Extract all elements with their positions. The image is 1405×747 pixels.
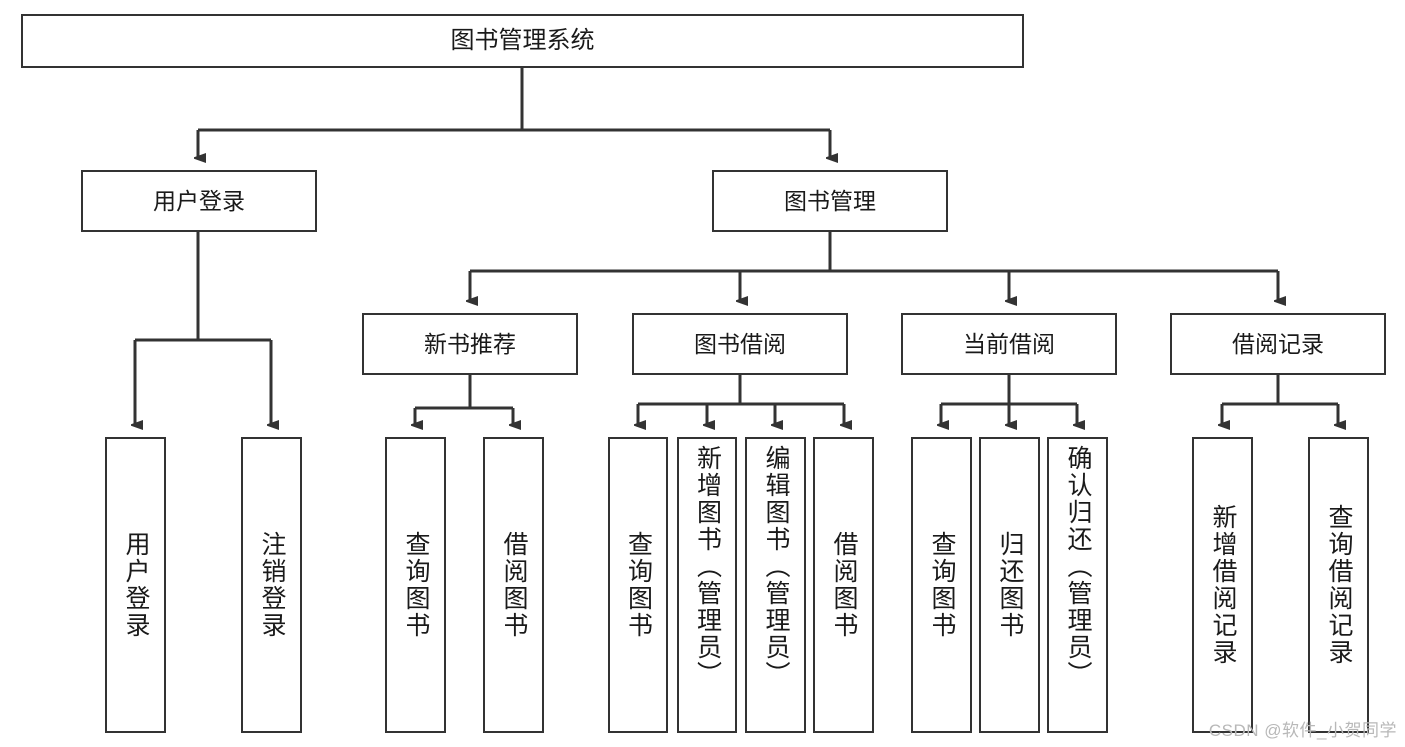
leaf-query-borrow-record[interactable]: 查询借阅记录 [1308,437,1369,733]
leaf-edit-book-admin[interactable]: 编辑图书（管理员） [745,437,806,733]
node-label: 当前借阅 [963,330,1055,357]
leaf-user-login[interactable]: 用户登录 [105,437,166,733]
node-label: 图书借阅 [694,330,786,357]
leaf-return-book[interactable]: 归还图书 [979,437,1040,733]
leaf-confirm-return-admin[interactable]: 确认归还（管理员） [1047,437,1108,733]
leaf-query-book-br[interactable]: 查询图书 [608,437,668,733]
node-label: 查询图书 [402,531,430,639]
node-label: 确认归还（管理员） [1064,445,1092,688]
leaf-query-book-cur[interactable]: 查询图书 [911,437,972,733]
leaf-add-borrow-record[interactable]: 新增借阅记录 [1192,437,1253,733]
node-label: 新增借阅记录 [1209,504,1237,666]
node-borrow-record[interactable]: 借阅记录 [1170,313,1386,375]
node-label: 图书管理 [784,187,876,214]
node-label: 编辑图书（管理员） [762,445,790,688]
node-user-login[interactable]: 用户登录 [81,170,317,232]
node-current-borrow[interactable]: 当前借阅 [901,313,1117,375]
node-label: 查询借阅记录 [1325,504,1353,666]
node-label: 用户登录 [153,187,245,214]
node-label: 图书管理系统 [450,27,595,55]
leaf-borrow-book-br[interactable]: 借阅图书 [813,437,874,733]
node-book-borrow[interactable]: 图书借阅 [632,313,848,375]
leaf-add-book-admin[interactable]: 新增图书（管理员） [677,437,737,733]
node-label: 借阅记录 [1232,330,1324,357]
node-label: 借阅图书 [500,531,528,639]
node-label: 查询图书 [624,531,653,639]
node-label: 归还图书 [996,531,1024,639]
node-label: 借阅图书 [830,531,858,639]
node-label: 新书推荐 [424,330,516,357]
node-label: 用户登录 [122,531,150,639]
leaf-query-book-nb[interactable]: 查询图书 [385,437,446,733]
leaf-logout[interactable]: 注销登录 [241,437,302,733]
node-book-management[interactable]: 图书管理 [712,170,948,232]
node-label: 新增图书（管理员） [693,445,722,688]
node-root-system[interactable]: 图书管理系统 [21,14,1024,68]
node-label: 注销登录 [258,531,286,639]
leaf-borrow-book-nb[interactable]: 借阅图书 [483,437,544,733]
watermark-text: CSDN @软件_小贺同学 [1208,721,1397,740]
node-label: 查询图书 [928,531,956,639]
node-new-book-recommend[interactable]: 新书推荐 [362,313,578,375]
